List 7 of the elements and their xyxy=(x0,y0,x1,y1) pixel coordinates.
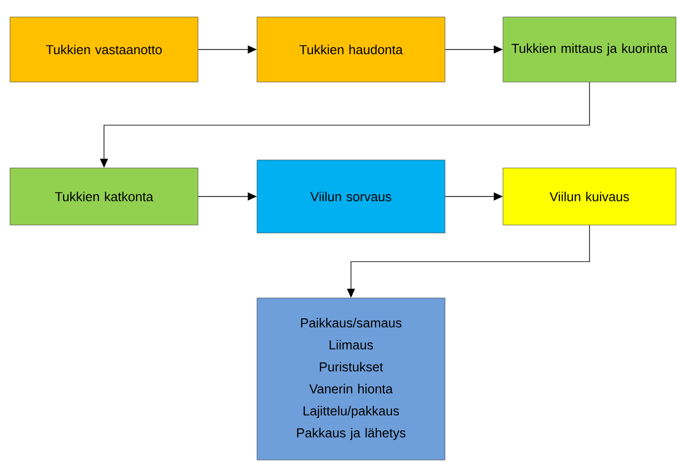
process-box: Paikkaus/samaus Liimaus Puristukset Vanerin hionta Lajittelu/pakkaus Pakkaus ja lähetys xyxy=(256,298,446,460)
process-box: Viilun sorvaus xyxy=(256,160,446,234)
process-box: Tukkien haudonta xyxy=(256,16,446,82)
process-box: Tukkien mittaus ja kuorinta xyxy=(502,16,676,82)
process-box: Viilun kuivaus xyxy=(502,168,676,226)
process-box: Tukkien vastaanotto xyxy=(10,16,198,82)
process-box: Tukkien katkonta xyxy=(10,168,198,226)
